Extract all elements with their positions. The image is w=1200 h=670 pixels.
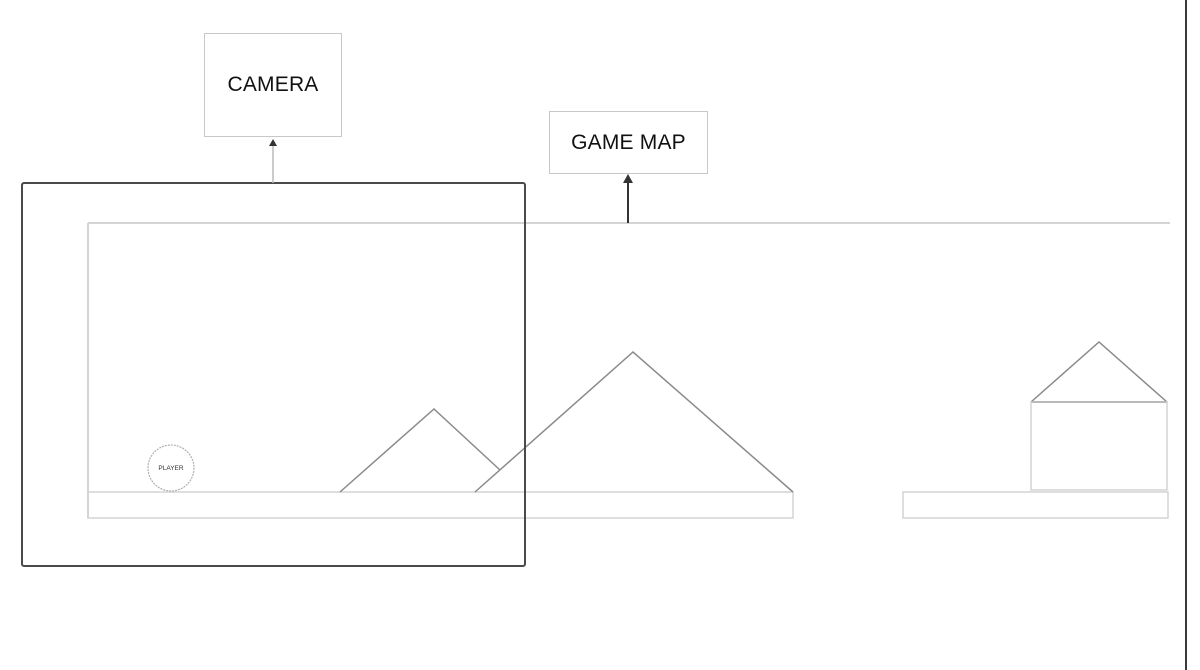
house-body — [1030, 401, 1168, 491]
house-roof — [1030, 340, 1168, 403]
camera-label-box: CAMERA — [204, 33, 342, 137]
window-right-edge — [1185, 0, 1187, 670]
ground-platform-2 — [902, 491, 1169, 519]
house — [1030, 340, 1168, 491]
camera-viewport — [21, 182, 526, 567]
camera-label-text: CAMERA — [227, 73, 319, 96]
ground-platform-1 — [87, 491, 794, 519]
game-map-label-text: GAME MAP — [571, 130, 686, 154]
game-map-label-box: GAME MAP — [549, 111, 708, 174]
player-label: PLAYER — [158, 465, 183, 472]
player-circle — [147, 444, 195, 492]
player: PLAYER — [147, 444, 195, 492]
game-map-arrow — [623, 174, 633, 223]
game-map: PLAYER — [87, 222, 1170, 519]
small-hill — [339, 407, 501, 493]
large-hill — [474, 351, 794, 493]
game-map-arrowhead — [623, 174, 633, 183]
camera-arrow — [269, 139, 277, 183]
camera-arrowhead — [269, 139, 277, 146]
